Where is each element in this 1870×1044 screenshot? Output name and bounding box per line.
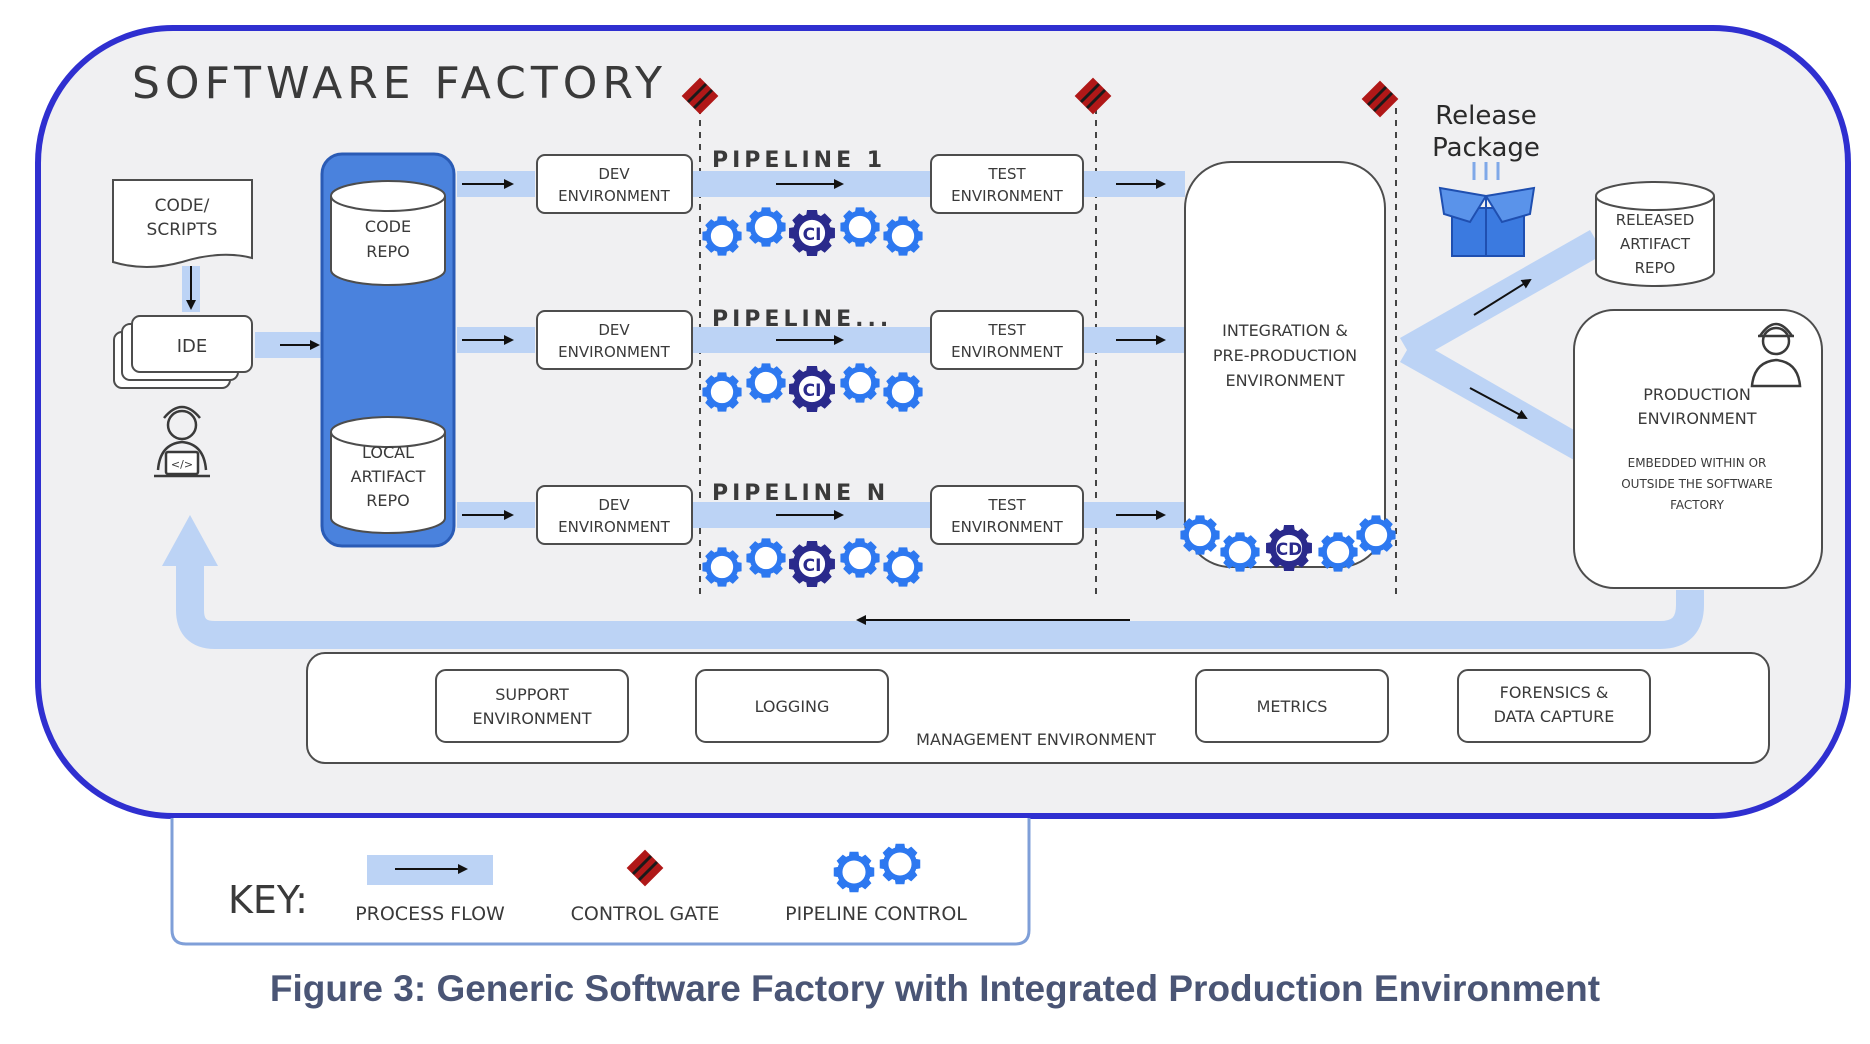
svg-text:LOGGING: LOGGING bbox=[755, 697, 830, 716]
svg-text:</>: </> bbox=[171, 458, 193, 471]
ci-label: CI bbox=[803, 381, 822, 401]
pipeline-gear-icon bbox=[884, 217, 922, 255]
svg-text:PROCESS FLOW: PROCESS FLOW bbox=[355, 903, 505, 925]
test-environment-box bbox=[930, 310, 1084, 370]
release-flow-upper bbox=[1400, 230, 1604, 362]
pipeline-gear-icon bbox=[1357, 516, 1395, 554]
pipeline-gear-icon bbox=[703, 217, 741, 255]
svg-text:PIPELINE CONTROL: PIPELINE CONTROL bbox=[785, 903, 967, 925]
pipeline-label: PIPELINE 1 bbox=[712, 148, 886, 173]
developer-icon: </> bbox=[154, 405, 210, 478]
pipeline-gear-icon bbox=[841, 208, 879, 246]
cd-label: CD bbox=[1276, 540, 1303, 560]
management-env bbox=[306, 652, 1770, 764]
pipeline-gear-icon bbox=[747, 208, 785, 246]
pipeline-gear-icon bbox=[884, 373, 922, 411]
test-environment-box bbox=[930, 154, 1084, 214]
test-environment-box bbox=[930, 485, 1084, 545]
dev-environment-box bbox=[536, 485, 693, 545]
pipeline-control-key-icon bbox=[881, 845, 920, 884]
svg-text:FORENSICS &DATA CAPTURE: FORENSICS &DATA CAPTURE bbox=[1494, 683, 1615, 726]
pipeline-gear-icon bbox=[1319, 533, 1357, 571]
ide-stack: IDE bbox=[113, 315, 253, 389]
release-arrow-upper bbox=[1473, 278, 1532, 316]
forensics-box: FORENSICS &DATA CAPTURE bbox=[1457, 669, 1651, 743]
logging-box: LOGGING bbox=[695, 669, 889, 743]
pipeline-gear-icon bbox=[703, 548, 741, 586]
pipeline-label: PIPELINE N bbox=[712, 481, 889, 506]
pipeline-gear-icon bbox=[841, 539, 879, 577]
svg-text:CONTROL GATE: CONTROL GATE bbox=[571, 903, 720, 925]
code-scripts-doc: CODE/SCRIPTS bbox=[112, 179, 253, 268]
software-factory-title: SOFTWARE FACTORY bbox=[132, 58, 667, 109]
svg-text:CODE/SCRIPTS: CODE/SCRIPTS bbox=[147, 196, 218, 240]
software-factory-diagram: SOFTWARE FACTORY CODE/SCRIPTS IDE </> CO… bbox=[35, 25, 1851, 946]
feedback-arrowhead bbox=[162, 515, 218, 566]
figure-caption: Figure 3: Generic Software Factory with … bbox=[269, 968, 1601, 1009]
pipeline-gear-icon bbox=[747, 539, 785, 577]
svg-text:METRICS: METRICS bbox=[1257, 697, 1328, 716]
release-flow-lower bbox=[1400, 338, 1574, 460]
management-env-label: MANAGEMENT ENVIRONMENT bbox=[916, 730, 1156, 749]
pipeline-label: PIPELINE... bbox=[712, 307, 892, 332]
pipeline-gear-icon bbox=[884, 548, 922, 586]
ci-label: CI bbox=[803, 556, 822, 576]
metrics-box: METRICS bbox=[1195, 669, 1389, 743]
dev-environment-box bbox=[536, 154, 693, 214]
pipeline-gear-icon bbox=[703, 373, 741, 411]
software-factory-frame bbox=[35, 25, 1851, 819]
ci-label: CI bbox=[803, 225, 822, 245]
dev-environment-box bbox=[536, 310, 693, 370]
pipeline-gear-icon bbox=[747, 364, 785, 402]
feedback-flow bbox=[176, 560, 1704, 649]
pipeline-control-key-icon bbox=[835, 853, 874, 892]
pipeline-gear-icon bbox=[841, 364, 879, 402]
pipeline-gear-icon bbox=[1181, 516, 1219, 554]
release-arrow-lower bbox=[1469, 387, 1528, 419]
operator-icon bbox=[1750, 322, 1802, 388]
svg-text:IDE: IDE bbox=[177, 336, 208, 357]
pipeline-gear-icon bbox=[1221, 533, 1259, 571]
key-legend: KEY: PROCESS FLOW CONTROL GATE PIPELINE … bbox=[170, 818, 1031, 946]
svg-text:KEY:: KEY: bbox=[228, 878, 308, 922]
package-box-icon bbox=[1438, 162, 1536, 257]
